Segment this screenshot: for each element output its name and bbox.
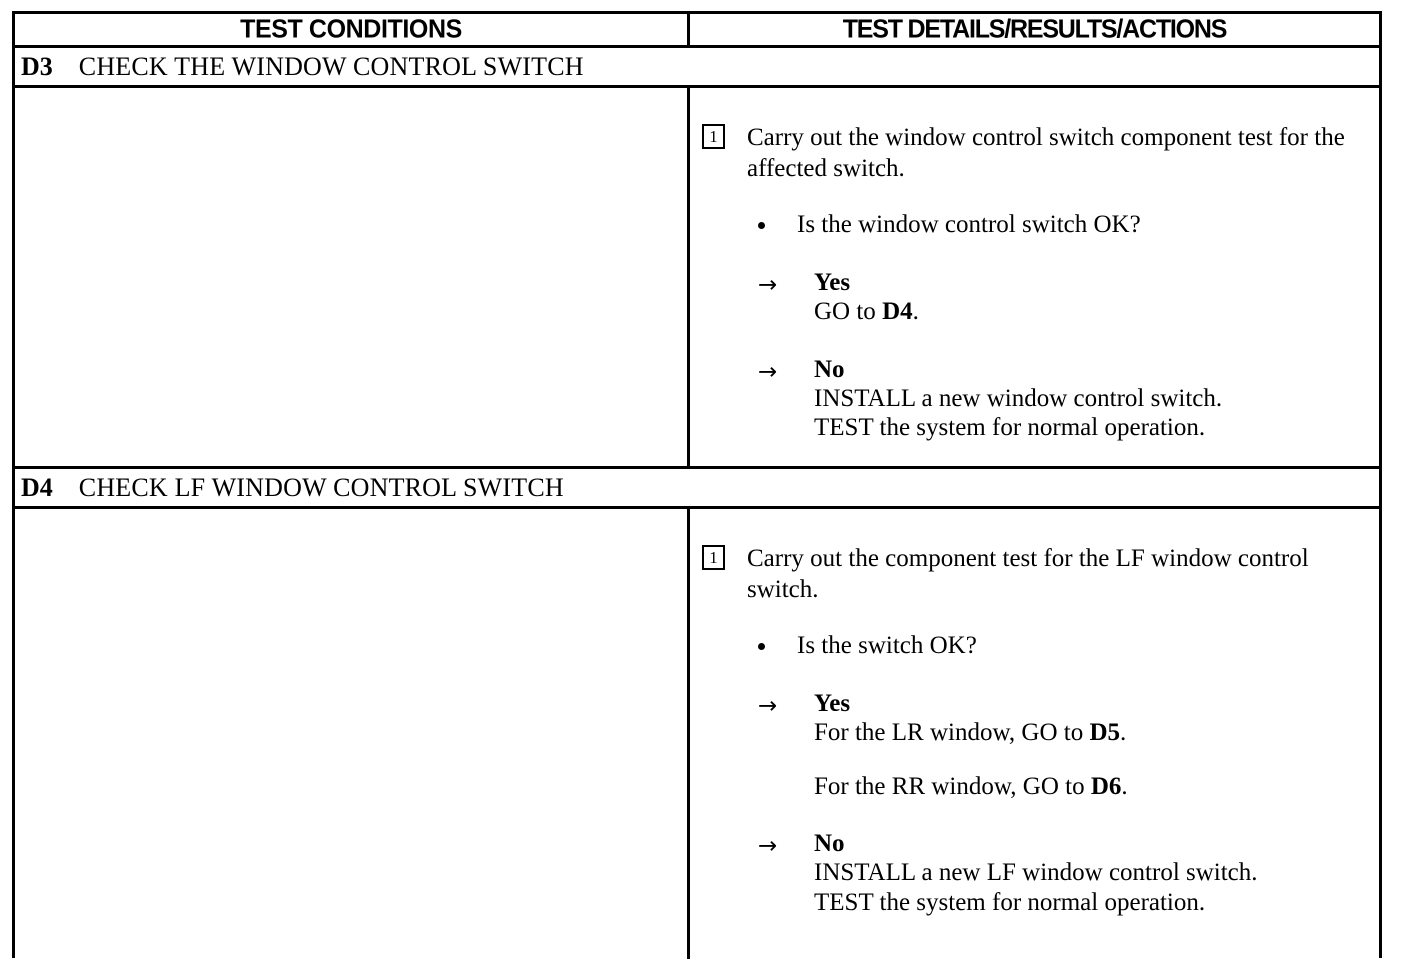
- step-text-d4: Carry out the component test for the LF …: [747, 545, 1309, 603]
- test-step-d3: 1 Carry out the window control switch co…: [702, 122, 1379, 184]
- column-header-test-details: TEST DETAILS/RESULTS/ACTIONS: [690, 13, 1379, 46]
- question-text-d3: Is the window control switch OK?: [797, 211, 1141, 238]
- arrow-right-icon: →: [758, 272, 778, 298]
- branch-line-prefix: TEST the system for normal operation.: [814, 888, 1206, 916]
- test-conditions-cell-d4: [15, 509, 690, 959]
- branch-yes-body-d4: Yes For the LR window, GO to D5. For the…: [814, 689, 1128, 801]
- branch-line-prefix: For the LR window, GO to: [814, 719, 1090, 746]
- branch-yes-line-d4-1: For the RR window, GO to D6.: [814, 772, 1128, 802]
- section-code-d4: D4: [21, 472, 53, 502]
- branch-no-line-d4-0: INSTALL a new LF window control switch.: [814, 858, 1258, 888]
- test-details-cell-d3: 1 Carry out the window control switch co…: [690, 88, 1379, 466]
- branch-yes-line-d3-0: GO to D4.: [814, 297, 919, 327]
- branch-line-bold: D6: [1090, 772, 1122, 800]
- branch-line-suffix: .: [912, 298, 919, 325]
- branch-line-suffix: .: [1120, 719, 1127, 746]
- step-number-box-d3: 1: [702, 124, 725, 149]
- test-details-cell-d4: 1 Carry out the component test for the L…: [690, 509, 1379, 959]
- test-conditions-cell-d3: [15, 88, 690, 466]
- branch-no-body-d3: No INSTALL a new window control switch. …: [814, 355, 1222, 443]
- column-header-test-conditions-label: TEST CONDITIONS: [240, 14, 462, 44]
- branch-line-suffix: .: [1121, 772, 1128, 800]
- test-question-d4: Is the switch OK?: [702, 631, 1379, 661]
- section-title-row-d4: D4 CHECK LF WINDOW CONTROL SWITCH: [15, 469, 1379, 509]
- branch-yes-label-d3: Yes: [814, 269, 851, 296]
- arrow-right-icon: →: [758, 693, 778, 719]
- step-text-d3: Carry out the window control switch comp…: [747, 124, 1345, 182]
- table-header-row: TEST CONDITIONS TEST DETAILS/RESULTS/ACT…: [15, 13, 1379, 48]
- branch-yes-body-d3: Yes GO to D4.: [814, 268, 919, 327]
- branch-yes-label-d4: Yes: [814, 690, 851, 717]
- branch-yes-d3: → Yes GO to D4.: [702, 268, 1379, 327]
- section-code-d3: D3: [21, 51, 53, 81]
- pinpoint-test-table: TEST CONDITIONS TEST DETAILS/RESULTS/ACT…: [12, 11, 1382, 959]
- branch-line-prefix: INSTALL a new window control switch.: [814, 384, 1223, 412]
- section-label-d3: CHECK THE WINDOW CONTROL SWITCH: [78, 51, 584, 81]
- branch-line-prefix: GO to: [814, 298, 883, 325]
- branch-no-d4: → No INSTALL a new LF window control swi…: [702, 829, 1379, 917]
- branch-line-prefix: INSTALL a new LF window control switch.: [814, 859, 1258, 886]
- step-number-box-d4: 1: [702, 545, 725, 570]
- branch-no-line-d3-1: TEST the system for normal operation.: [814, 413, 1222, 443]
- question-text-d4: Is the switch OK?: [797, 632, 977, 659]
- arrow-right-icon: →: [758, 358, 778, 385]
- branch-yes-line-d4-0: For the LR window, GO to D5.: [814, 718, 1128, 748]
- branch-no-line-d3-0: INSTALL a new window control switch.: [814, 384, 1222, 414]
- branch-no-line-d4-1: TEST the system for normal operation.: [814, 888, 1258, 918]
- bullet-icon: [758, 643, 765, 650]
- branch-no-label-d4: No: [814, 830, 845, 857]
- branch-no-label-d3: No: [814, 355, 845, 383]
- bullet-icon: [758, 222, 765, 229]
- section-title-row-d3: D3 CHECK THE WINDOW CONTROL SWITCH: [15, 48, 1379, 88]
- section-body-row-d4: 1 Carry out the component test for the L…: [15, 509, 1379, 959]
- branch-line-bold: D4: [882, 298, 913, 325]
- branch-line-bold: D5: [1089, 719, 1121, 746]
- section-label-d4: CHECK LF WINDOW CONTROL SWITCH: [78, 472, 564, 502]
- column-header-test-conditions: TEST CONDITIONS: [15, 13, 690, 46]
- branch-no-d3: → No INSTALL a new window control switch…: [702, 355, 1379, 443]
- arrow-right-icon: →: [758, 833, 778, 859]
- branch-yes-d4: → Yes For the LR window, GO to D5. For t…: [702, 689, 1379, 801]
- section-body-row-d3: 1 Carry out the window control switch co…: [15, 88, 1379, 469]
- test-step-d4: 1 Carry out the component test for the L…: [702, 543, 1379, 605]
- branch-line-prefix: For the RR window, GO to: [814, 772, 1091, 800]
- branch-no-body-d4: No INSTALL a new LF window control switc…: [814, 829, 1258, 917]
- branch-line-prefix: TEST the system for normal operation.: [814, 414, 1206, 441]
- test-question-d3: Is the window control switch OK?: [702, 210, 1379, 240]
- column-header-test-details-label: TEST DETAILS/RESULTS/ACTIONS: [842, 14, 1228, 44]
